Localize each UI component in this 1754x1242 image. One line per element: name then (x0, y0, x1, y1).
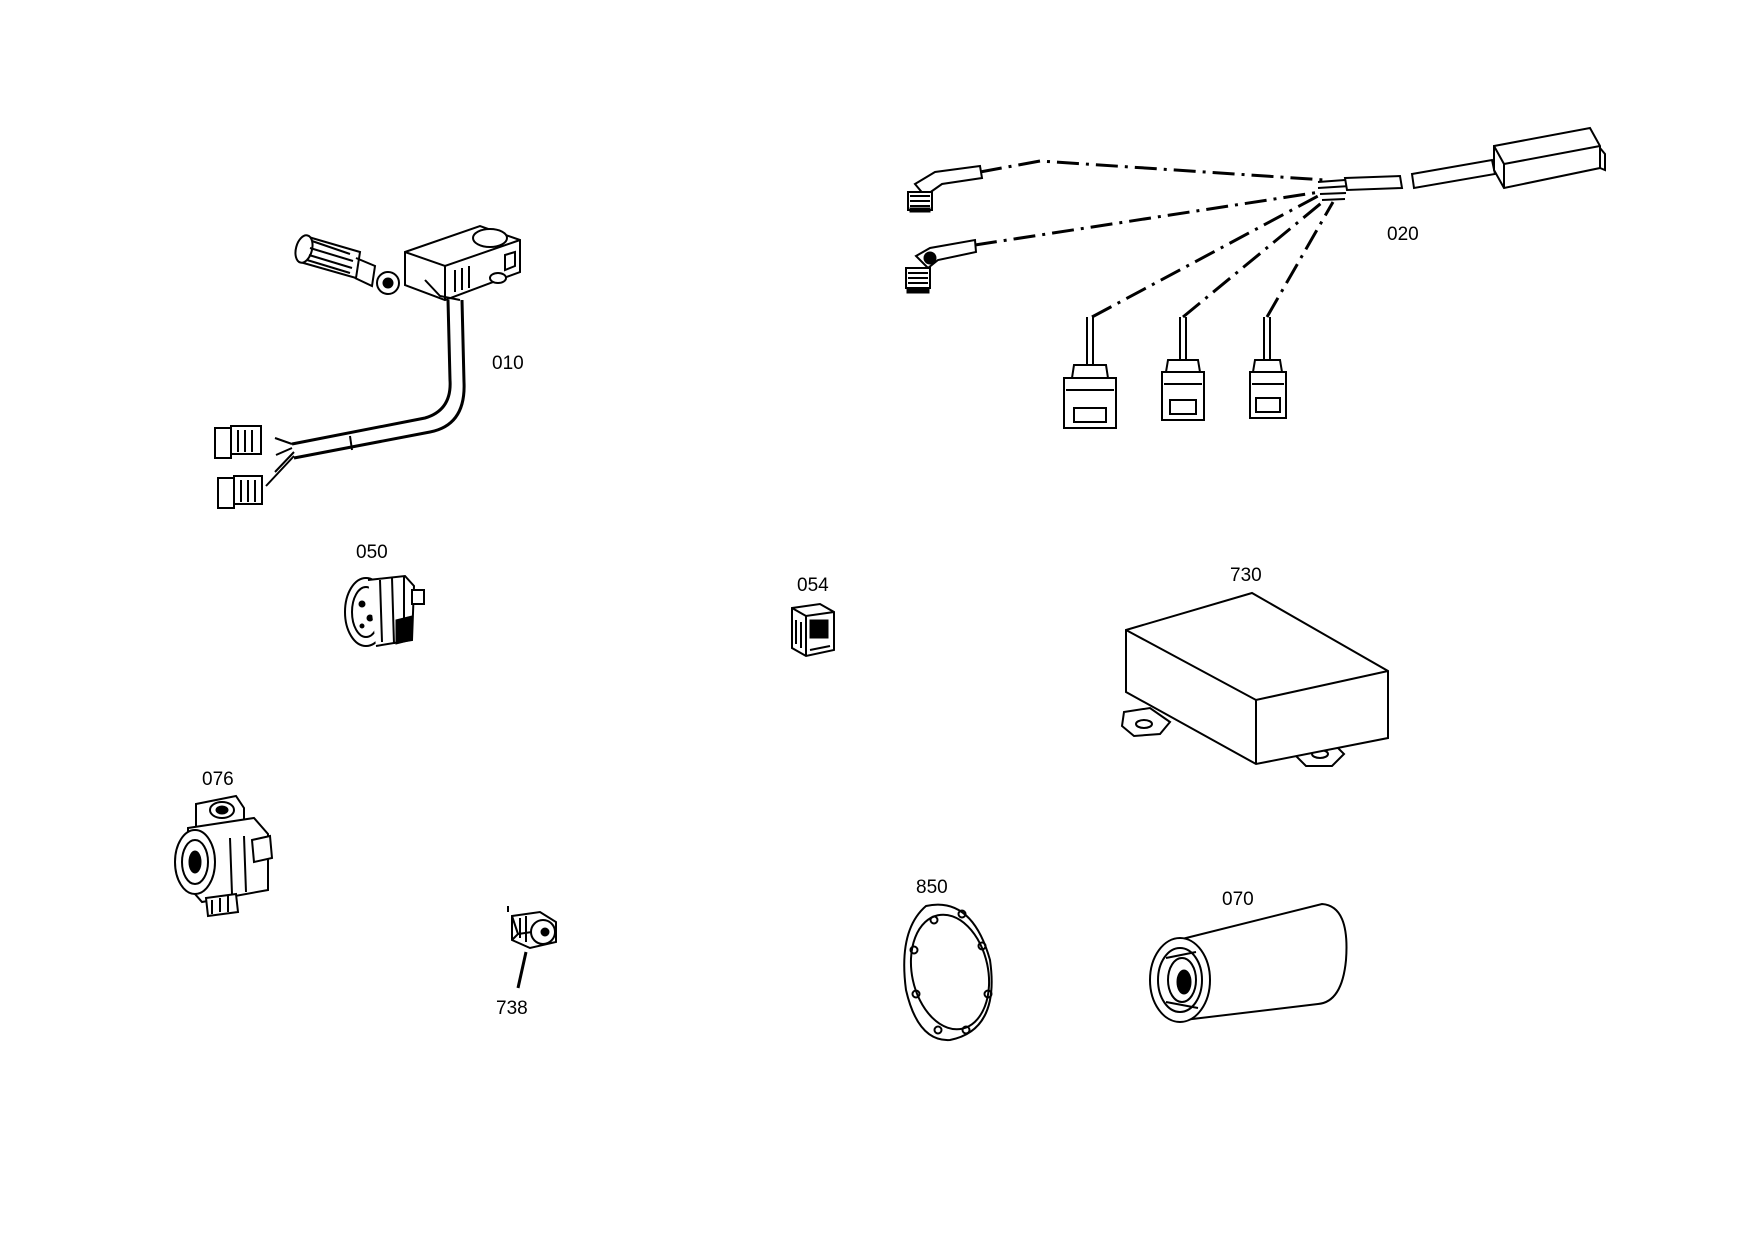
part-010-housing (404, 224, 521, 302)
part-738-fitting[interactable]: 738 (496, 906, 557, 1019)
part-010-cable (265, 299, 466, 487)
part-020-branches (974, 158, 1497, 319)
part-020-angle-sensor-lower (905, 238, 978, 294)
label-850: 850 (916, 877, 948, 898)
part-020-pigtail-connector-2 (1161, 317, 1205, 421)
part-020-pigtail-connector-3 (1249, 317, 1287, 419)
part-020-angle-sensor-upper (907, 164, 984, 213)
label-730: 730 (1230, 565, 1262, 586)
part-054-relay[interactable]: 054 (791, 575, 835, 658)
label-020: 020 (1387, 224, 1419, 245)
label-070: 070 (1222, 889, 1254, 910)
label-010: 010 (492, 353, 524, 374)
part-010-connector-lower (217, 475, 263, 509)
label-054: 054 (797, 575, 829, 596)
label-076: 076 (202, 769, 234, 790)
part-730-control-unit[interactable]: 730 (1120, 565, 1389, 767)
part-010-grip (294, 234, 400, 295)
part-076-valve[interactable]: 076 (174, 769, 274, 918)
label-050: 050 (356, 542, 388, 563)
part-020-main-plug (1493, 126, 1606, 190)
part-070-filter[interactable]: 070 (1149, 889, 1348, 1023)
part-010-lever-switch-harness[interactable]: 010 (214, 224, 524, 509)
label-738: 738 (496, 998, 528, 1019)
part-010-connector-upper (214, 425, 262, 459)
part-020-pigtail-connector-1 (1063, 317, 1117, 429)
part-850-gasket[interactable]: 850 (901, 877, 999, 1042)
part-050-round-plug[interactable]: 050 (344, 542, 425, 647)
part-020-sensor-harness[interactable]: 020 (905, 126, 1606, 429)
